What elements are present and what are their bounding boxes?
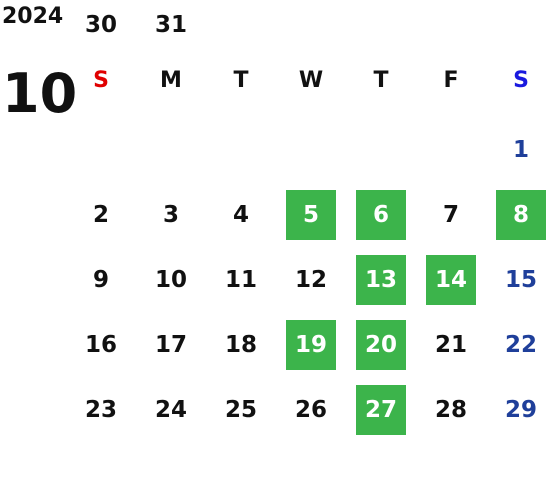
day-cell-4[interactable]: 4 (232, 202, 249, 228)
day-cell-8[interactable]: 8 (496, 190, 546, 240)
day-cell-21[interactable]: 21 (434, 332, 467, 358)
day-cell-19[interactable]: 19 (286, 320, 336, 370)
weekday-header-saturday: S (513, 68, 529, 93)
day-cell-9[interactable]: 9 (92, 267, 109, 293)
weekday-header-monday: M (160, 68, 182, 93)
month-number: 10 (2, 62, 78, 125)
day-cell-13[interactable]: 13 (356, 255, 406, 305)
day-cell-12[interactable]: 12 (294, 267, 327, 293)
day-cell-23[interactable]: 23 (84, 397, 117, 423)
day-cell-29[interactable]: 29 (504, 397, 537, 423)
year-label: 2024 (2, 4, 64, 29)
day-cell-15[interactable]: 15 (504, 267, 537, 293)
day-cell-18[interactable]: 18 (224, 332, 257, 358)
day-cell-20[interactable]: 20 (356, 320, 406, 370)
weekday-header-tuesday: T (233, 68, 249, 93)
day-cell-1[interactable]: 1 (512, 137, 529, 163)
day-cell-31[interactable]: 31 (154, 12, 187, 38)
day-cell-14[interactable]: 14 (426, 255, 476, 305)
day-cell-26[interactable]: 26 (294, 397, 327, 423)
day-cell-22[interactable]: 22 (504, 332, 537, 358)
day-cell-25[interactable]: 25 (224, 397, 257, 423)
weekday-header-friday: F (443, 68, 459, 93)
weekday-header-wednesday: W (298, 68, 324, 93)
day-cell-2[interactable]: 2 (92, 202, 109, 228)
day-cell-30[interactable]: 30 (84, 12, 117, 38)
day-cell-5[interactable]: 5 (286, 190, 336, 240)
day-cell-7[interactable]: 7 (442, 202, 459, 228)
weekday-header-thursday: T (373, 68, 389, 93)
day-cell-24[interactable]: 24 (154, 397, 187, 423)
day-cell-6[interactable]: 6 (356, 190, 406, 240)
day-cell-16[interactable]: 16 (84, 332, 117, 358)
day-cell-17[interactable]: 17 (154, 332, 187, 358)
weekday-header-sunday: S (93, 68, 109, 93)
day-cell-10[interactable]: 10 (154, 267, 187, 293)
day-cell-28[interactable]: 28 (434, 397, 467, 423)
day-cell-27[interactable]: 27 (356, 385, 406, 435)
day-cell-3[interactable]: 3 (162, 202, 179, 228)
day-cell-11[interactable]: 11 (224, 267, 257, 293)
